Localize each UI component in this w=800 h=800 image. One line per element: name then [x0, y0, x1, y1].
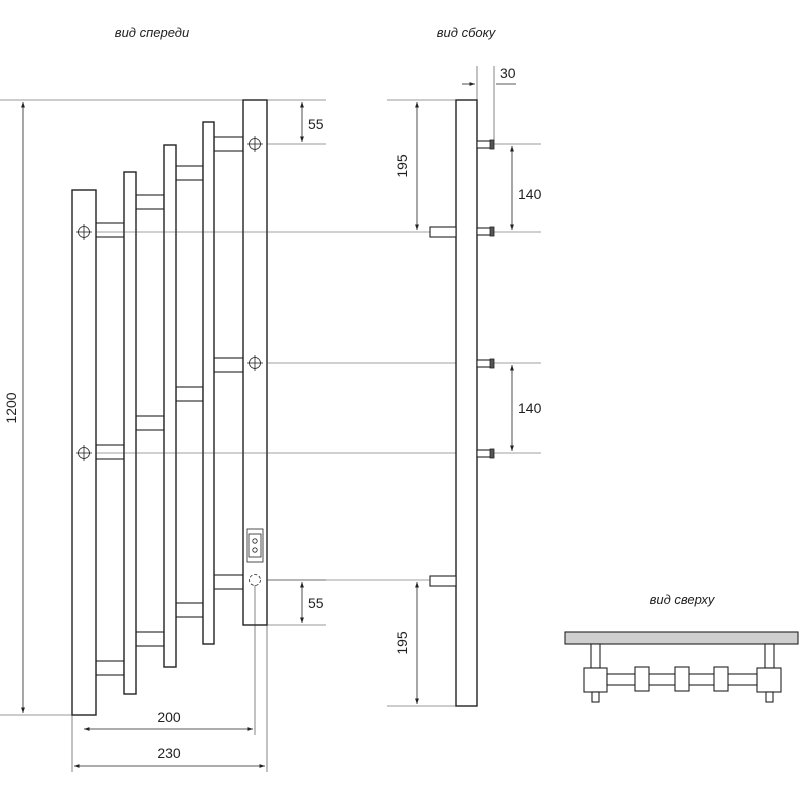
dimension-width-200: 200	[84, 709, 253, 731]
dimension-side-top-195: 195	[394, 102, 419, 230]
side-bar	[455, 99, 478, 707]
mounting-hole-icon	[247, 136, 263, 152]
hidden-hole-icon	[249, 574, 261, 586]
mounting-hole-icon	[76, 224, 92, 240]
dimension-label: 200	[157, 709, 181, 725]
dimension-side-spacing-lower: 140	[510, 365, 542, 451]
side-view	[429, 99, 495, 707]
front-bar-4	[202, 121, 215, 645]
dimension-label: 55	[308, 116, 324, 132]
front-view	[71, 99, 268, 716]
dimension-label: 1200	[3, 392, 19, 423]
side-view-title: вид сбоку	[437, 25, 497, 40]
dimension-side-bottom-195: 195	[394, 582, 419, 704]
front-view-title: вид спереди	[115, 25, 189, 40]
dimension-label: 55	[308, 595, 324, 611]
mounting-hole-icon	[76, 445, 92, 461]
dimension-width-230: 230	[74, 745, 265, 768]
dimension-label: 30	[500, 65, 516, 81]
dimension-label: 195	[394, 631, 410, 655]
dimension-label: 230	[157, 745, 181, 761]
dimension-top-offset: 55	[300, 102, 324, 142]
front-bar-2	[123, 171, 137, 695]
dimension-side-spacing-upper: 140	[510, 146, 542, 230]
dimension-height-total: 1200	[3, 102, 25, 713]
side-reference-lines	[387, 66, 541, 707]
wall-plate	[564, 631, 799, 645]
front-bar-3	[163, 144, 177, 668]
control-panel-icon	[246, 528, 264, 563]
mounting-hole-icon	[247, 355, 263, 371]
dimension-label: 140	[518, 186, 542, 202]
dimension-label: 140	[518, 400, 542, 416]
dimension-side-depth: 30	[462, 65, 516, 86]
dimension-label: 195	[394, 154, 410, 178]
top-view-title: вид сверху	[650, 592, 716, 607]
dimension-bottom-offset: 55	[300, 582, 324, 623]
top-view	[564, 631, 799, 703]
